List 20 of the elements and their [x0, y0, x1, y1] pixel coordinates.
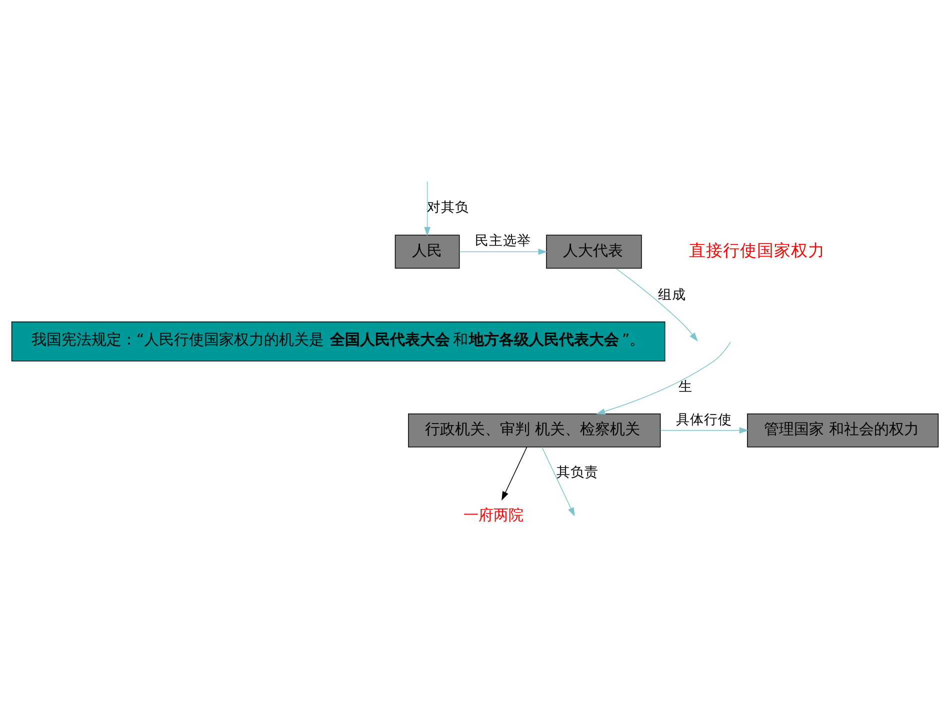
edge-label: 生 — [678, 378, 693, 394]
edge-label: 具体行使 — [676, 411, 732, 428]
node-box: 人民 — [394, 234, 460, 268]
arrow — [596, 341, 731, 414]
node-box: 行政机关、审判 机关、检察机关 — [408, 412, 661, 447]
arrow — [424, 180, 430, 236]
arrow — [502, 446, 528, 500]
edge-label: 民主选举 — [474, 232, 531, 249]
arrow — [616, 268, 698, 341]
edge-label: 组成 — [658, 286, 686, 302]
arrow — [459, 248, 548, 254]
node-box: 人大代表 — [546, 234, 642, 268]
node-box: 我国宪法规定：“人民行使国家权力的机关是全国人民代表大会和地方各级人民代表大会”。 — [11, 320, 666, 361]
edge-label: 其负责 — [556, 464, 599, 480]
arrow — [660, 426, 748, 434]
node-box: 管理国家 和社会的权力 — [747, 412, 939, 447]
node-text: 一府两院 — [464, 506, 524, 524]
arrow — [542, 446, 575, 516]
edge-label: 对其负 — [427, 198, 470, 215]
label: 直接行使国家权力 — [688, 240, 825, 260]
